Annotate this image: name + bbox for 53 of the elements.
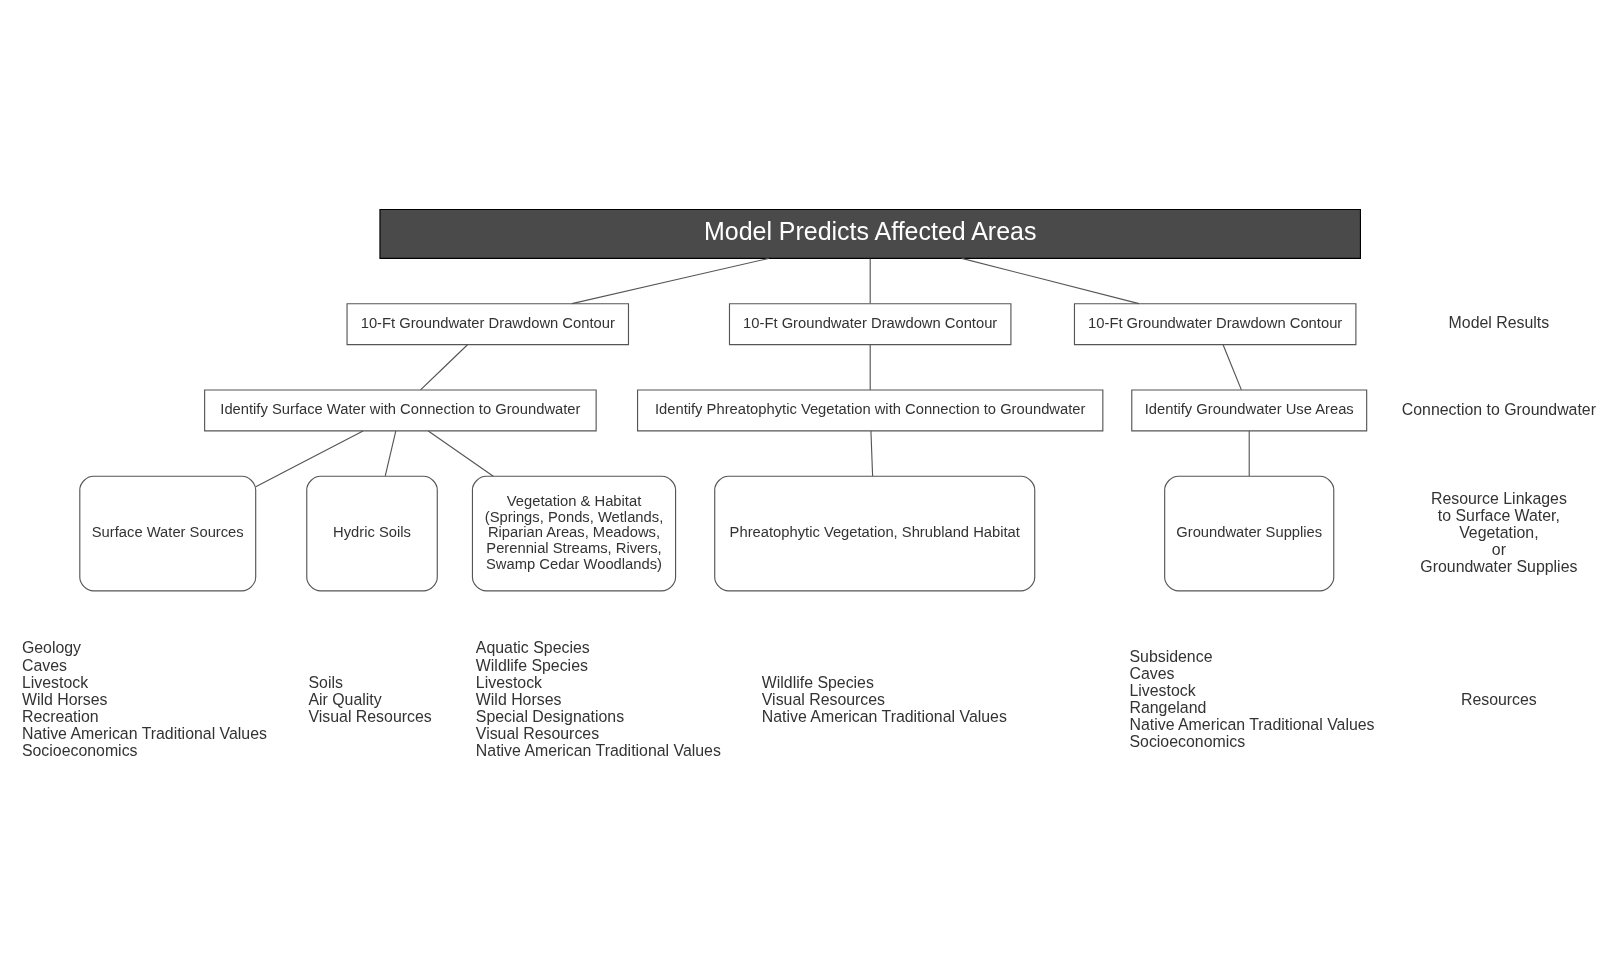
- node-label: Air Quality: [308, 690, 382, 708]
- connector: [427, 430, 494, 477]
- node-label: Visual Resources: [308, 707, 432, 725]
- connector: [571, 257, 770, 305]
- node-label: Livestock: [475, 673, 543, 691]
- node-box: 10-Ft Groundwater Drawdown Contour: [346, 303, 630, 346]
- connector: [419, 344, 469, 391]
- node-label: Aquatic Species: [475, 639, 590, 657]
- node-label: Native American Traditional Values: [475, 741, 721, 759]
- node-label: Livestock: [21, 673, 89, 691]
- connector: [961, 257, 1140, 305]
- node-box: Surface Water Sources: [79, 475, 257, 592]
- node-box: Identify Groundwater Use Areas: [1131, 389, 1368, 432]
- node-box: Identify Surface Water with Connection to Groundwater: [204, 389, 597, 432]
- node-box: Identify Phreatophytic Vegetation with Connection to Groundwater: [637, 389, 1104, 432]
- node-label: Wildlife Species: [761, 673, 874, 691]
- connector: [870, 430, 874, 477]
- node-box: 10-Ft Groundwater Drawdown Contour: [1073, 303, 1357, 346]
- connector: [1222, 344, 1242, 391]
- node-label: Wildlife Species: [475, 656, 588, 674]
- node-label: Native American Traditional Values: [21, 724, 267, 742]
- connector: [869, 344, 871, 391]
- node-label: Socioeconomics: [1129, 733, 1246, 751]
- connector: [1248, 430, 1250, 477]
- node-label: Native American Traditional Values: [761, 707, 1007, 725]
- connector: [384, 430, 397, 477]
- connector: [869, 258, 871, 305]
- node-label: Livestock: [1129, 682, 1196, 700]
- label: Model Results: [1448, 314, 1550, 332]
- label: Resources: [1460, 690, 1537, 708]
- node-label: Visual Resources: [475, 724, 600, 742]
- node-label: Wild Horses: [21, 690, 108, 708]
- label: Connection to Groundwater: [1401, 400, 1596, 418]
- node-box: Vegetation & Habitat (Springs, Ponds, Wetlands, Riparian Areas, Meadows, Perennial Streams, Rivers, Swamp Cedar Woodlands): [471, 475, 677, 592]
- node-label: Caves: [1129, 665, 1175, 683]
- node-label: Wild Horses: [475, 690, 562, 708]
- node-label: Geology: [21, 639, 82, 657]
- node-label: Native American Traditional Values: [1129, 716, 1375, 734]
- node-label: Special Designations: [475, 707, 625, 725]
- node-box: Groundwater Supplies: [1164, 475, 1335, 592]
- node-label: Recreation: [21, 707, 99, 725]
- label: Resource Linkages to Surface Water, Vegetation, or Groundwater Supplies: [1420, 489, 1578, 575]
- node-box: Hydric Soils: [306, 475, 438, 592]
- node-box: 10-Ft Groundwater Drawdown Contour: [728, 303, 1012, 346]
- node-label: Caves: [21, 656, 67, 674]
- node-label: Rangeland: [1129, 699, 1207, 717]
- node-label: Visual Resources: [761, 690, 886, 708]
- node-box: Phreatophytic Vegetation, Shrubland Habitat: [714, 475, 1036, 592]
- node-box: Model Predicts Affected Areas: [379, 208, 1361, 259]
- node-label: Subsidence: [1129, 647, 1213, 665]
- node-label: Socioeconomics: [21, 741, 138, 759]
- connector: [255, 430, 364, 488]
- node-label: Soils: [308, 673, 343, 691]
